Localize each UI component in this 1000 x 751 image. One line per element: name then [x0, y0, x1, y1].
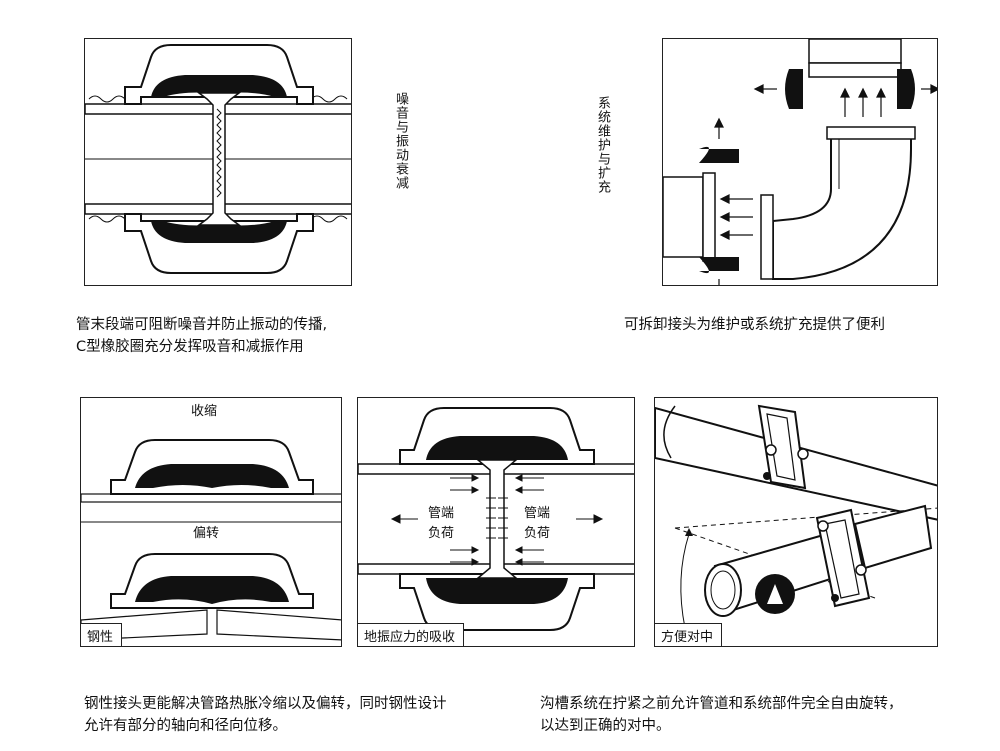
rigid-coupling-diagram: 收缩 偏转 钢性: [80, 397, 342, 647]
rigid-tag: 钢性: [81, 623, 123, 646]
alignment-tag: 方便对中: [655, 623, 723, 646]
left-load-label-line2: 负荷: [428, 526, 455, 541]
noise-panel-label: 噪音与振动衰减: [393, 92, 408, 190]
rigid-caption-line1: 钢性接头更能解决管路热胀冷缩以及偏转，同时钢性设计: [84, 696, 447, 712]
maintenance-panel-label: 系统维护与扩充: [595, 96, 610, 194]
deflection-label: 偏转: [193, 526, 220, 541]
noise-caption-line1: 管末段端可阻断噪音并防止振动的传播,: [76, 317, 328, 333]
right-load-label-line2: 负荷: [524, 526, 551, 541]
load-absorption-drawing: [358, 407, 634, 631]
alignment-caption-line1: 沟槽系统在拧紧之前允许管道和系统部件完全自由旋转，: [540, 696, 903, 712]
right-load-label-line1: 管端: [524, 506, 551, 521]
vibration-tag: 地振应力的吸收: [358, 623, 465, 646]
rigid-coupling-drawing: [81, 439, 341, 641]
maintenance-caption: 可拆卸接头为维护或系统扩充提供了便利: [624, 317, 885, 333]
coupling-section-drawing: [85, 44, 351, 274]
alignment-diagram: 方便对中: [654, 397, 938, 647]
rigid-caption-line2: 允许有部分的轴向和径向位移。: [84, 718, 287, 734]
noise-caption-line2: C型橡胶圈充分发挥吸音和减振作用: [76, 339, 304, 355]
left-load-label-line1: 管端: [428, 506, 455, 521]
maintenance-diagram: [662, 38, 938, 286]
removable-coupling-drawing: [663, 39, 937, 285]
vibration-absorption-diagram: 管端 负荷 管端 负荷 地振应力的吸收: [357, 397, 635, 647]
rotating-pipe-drawing: [655, 404, 937, 629]
noise-vibration-diagram: [84, 38, 352, 286]
alignment-caption-line2: 以达到正确的对中。: [540, 718, 671, 734]
contraction-label: 收缩: [191, 404, 218, 419]
